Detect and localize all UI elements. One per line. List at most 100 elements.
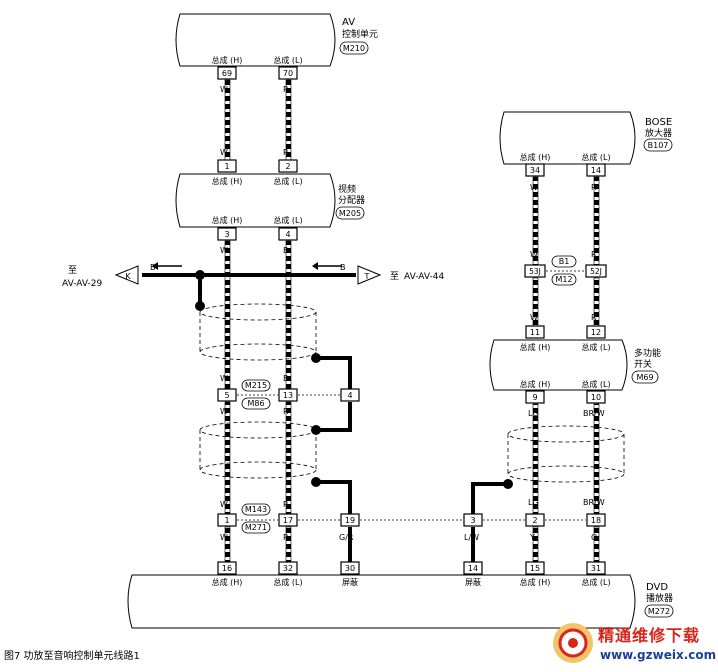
pin-box xyxy=(278,159,298,173)
pin-box xyxy=(525,163,545,177)
wire-color-label: W xyxy=(220,148,228,157)
figure-caption: 图7 功放至音响控制单元线路1 xyxy=(4,651,140,662)
arrow-right-to-av-av-44: T 至 AV-AV-44 B xyxy=(312,262,444,285)
connector-code-badge xyxy=(241,397,271,410)
splitter-out-pins: 3 4 xyxy=(217,227,298,241)
arrow-pin: T xyxy=(364,272,370,281)
wire-color-label: L/W xyxy=(464,533,479,542)
av-unit-subtitle: 控制单元 xyxy=(342,28,378,40)
wire-color-label: R xyxy=(591,183,597,192)
pin-number: 16 xyxy=(222,564,232,573)
wire-color-label: LG xyxy=(528,409,539,418)
pin-label: 总成 (H) xyxy=(212,577,243,587)
connector-code-badge xyxy=(551,273,577,286)
connector-code: M12 xyxy=(555,275,572,284)
pin-box xyxy=(525,390,545,404)
pin-box xyxy=(217,159,237,173)
pin-number: 69 xyxy=(222,69,232,78)
pin-box xyxy=(278,513,298,527)
pin-box xyxy=(463,561,483,575)
wire-color-label: W xyxy=(220,374,228,383)
wire-color-label: W xyxy=(220,500,228,509)
bose-subtitle: 放大器 xyxy=(645,127,672,139)
wire-color-label: Y xyxy=(529,533,535,542)
wire-color-label: BR/W xyxy=(583,409,605,418)
shield-cylinder-2 xyxy=(199,421,352,514)
pin-label-av-h: 总成 (H) xyxy=(212,55,243,65)
watermark-title: 精通维修下载 xyxy=(598,626,701,645)
connector-code: B1 xyxy=(559,257,570,266)
av-unit-name: AV xyxy=(342,17,355,28)
wire-color-label: W xyxy=(530,183,538,192)
av-control-unit: AV 控制单元 M210 总成 (H) 总成 (L) xyxy=(175,13,378,67)
arrow-left-to-av-av-29: K 至 AV-AV-29 B xyxy=(62,262,182,289)
wire-color-label: G/R xyxy=(339,533,354,542)
bose-code-badge xyxy=(643,138,673,152)
wire-color-label: W xyxy=(220,407,228,416)
pin-box xyxy=(278,66,298,80)
wire-color-label: B xyxy=(283,374,289,383)
pin-number: 1 xyxy=(224,162,229,171)
pin-label: 总成 (H) xyxy=(520,152,551,162)
connector-code: M143 xyxy=(245,505,267,514)
video-splitter: 总成 (H) 总成 (L) 视频 分配器 M205 总成 (H) 总成 (L) xyxy=(175,173,365,228)
wire-color-label: W xyxy=(530,313,538,322)
pin-label: 总成 (H) xyxy=(520,379,551,389)
pin-number: 31 xyxy=(591,564,601,573)
pin-number: 70 xyxy=(283,69,293,78)
pin-label: 总成 (L) xyxy=(581,379,610,389)
pin-number: 9 xyxy=(532,393,537,402)
connector-code: M86 xyxy=(247,399,264,408)
wire-segment xyxy=(224,240,231,390)
wire-conn1-conn2: W R W R xyxy=(220,401,352,515)
pin-number: 1 xyxy=(224,516,229,525)
pin-box xyxy=(278,388,298,402)
pin-number: 30 xyxy=(345,564,355,573)
dvd-code-badge xyxy=(644,604,674,618)
pin-number: 3 xyxy=(224,230,229,239)
splitter-name-line2: 分配器 xyxy=(338,195,365,206)
connector-code-badge xyxy=(241,379,271,392)
pin-box xyxy=(585,264,607,278)
connector-row-3: 3 2 18 xyxy=(463,513,606,527)
wire-color-label: LG xyxy=(528,498,539,507)
wrench-logo-icon xyxy=(553,623,593,663)
pin-box xyxy=(525,561,545,575)
connector-code-badge xyxy=(241,503,271,516)
arrow-to: 至 xyxy=(68,265,77,276)
pin-label: 总成 (H) xyxy=(520,342,551,352)
pin-box xyxy=(217,227,237,241)
pin-number: 18 xyxy=(591,516,601,525)
pin-number: 34 xyxy=(530,166,540,175)
splitter-name-line1: 视频 xyxy=(338,183,356,195)
pin-number: 53J xyxy=(529,267,541,276)
shield-cylinder-3 xyxy=(471,425,625,514)
pin-number: 4 xyxy=(347,391,352,400)
pin-box xyxy=(340,388,360,402)
connector-row-2: 1 17 19 M143 M271 xyxy=(217,503,462,534)
wire-color-label: W xyxy=(530,250,538,259)
site-watermark: 精通维修下载 www.gzweix.com xyxy=(548,618,716,670)
bose-amplifier: BOSE 放大器 B107 总成 (H) 总成 (L) xyxy=(499,111,673,165)
pin-label: 总成 (L) xyxy=(273,577,302,587)
multiswitch-code-badge xyxy=(631,370,659,384)
av-pins: 69 70 xyxy=(217,66,298,80)
pin-number: 19 xyxy=(345,516,355,525)
pin-number: 11 xyxy=(530,328,540,337)
multiswitch-name-line2: 开关 xyxy=(634,358,652,370)
pin-number: 13 xyxy=(283,391,293,400)
pin-label: 总成 (H) xyxy=(520,577,551,587)
wire-color-label: R xyxy=(283,407,289,416)
pin-box xyxy=(586,163,606,177)
bose-name: BOSE xyxy=(645,117,672,128)
pin-number: 10 xyxy=(591,393,601,402)
wire-multiswitch-conn3: LG BR/W LG BR/W xyxy=(528,403,605,515)
pin-number: 2 xyxy=(532,516,537,525)
wire-conn2-dvd: W R G/R xyxy=(220,526,354,563)
multiswitch-in-pins: 11 12 xyxy=(525,325,606,339)
dvd-subtitle: 播放器 xyxy=(646,592,673,604)
multiswitch-code: M69 xyxy=(636,373,653,382)
pin-number: 15 xyxy=(530,564,540,573)
arrow-to: 至 xyxy=(390,271,399,282)
wire-conn3-dvd: L/W Y O xyxy=(464,526,600,563)
